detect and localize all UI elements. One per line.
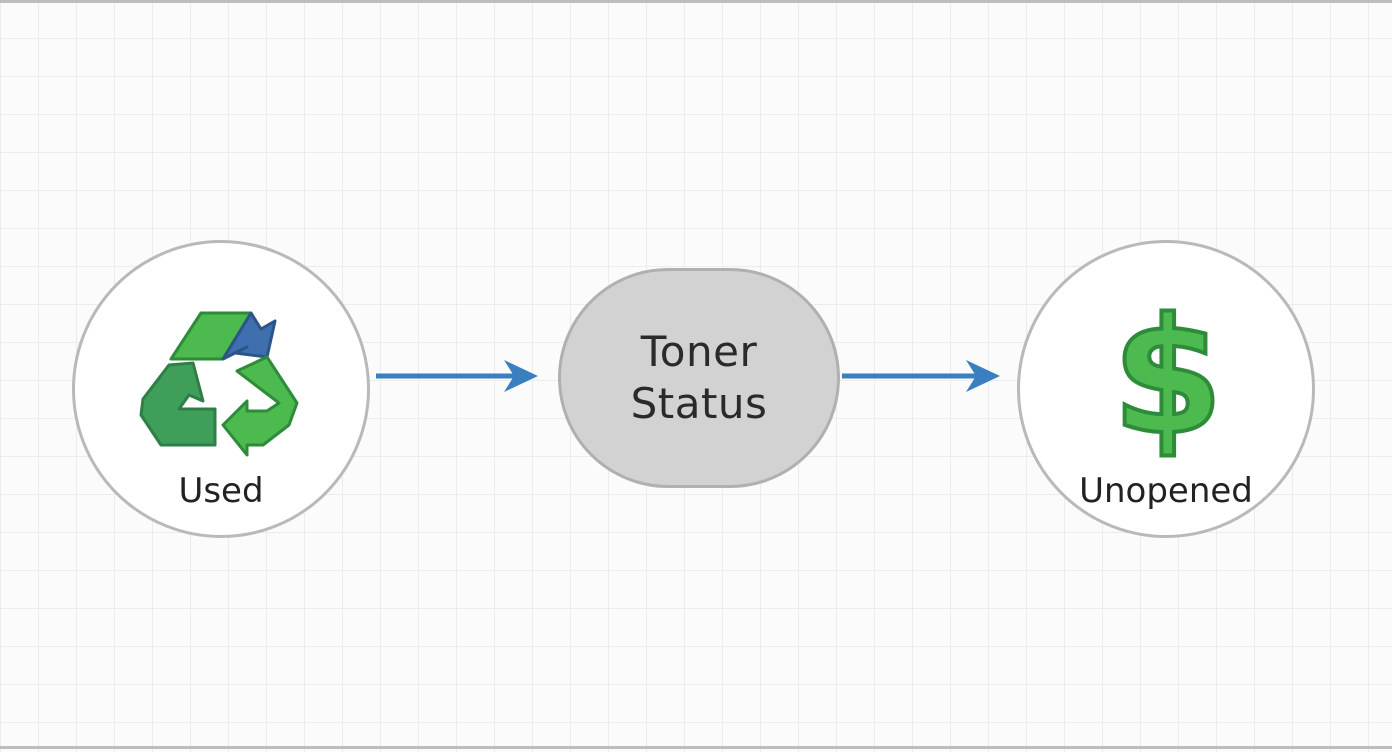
bottom-border <box>0 746 1392 749</box>
used-node: Used <box>72 240 370 538</box>
dollar-icon: $ <box>1110 283 1225 470</box>
unopened-node: $ Unopened <box>1017 240 1315 538</box>
toner-status-label: Toner Status <box>631 326 768 430</box>
toner-status-line2: Status <box>630 379 768 428</box>
toner-status-line1: Toner <box>640 327 758 376</box>
unopened-label: Unopened <box>1079 471 1253 511</box>
arrow-status-to-unopened <box>840 356 1010 400</box>
used-label: Used <box>178 471 264 511</box>
top-border <box>0 0 1392 3</box>
recycle-icon <box>139 307 303 457</box>
dollar-glyph: $ <box>1110 283 1225 470</box>
arrow-used-to-status <box>376 356 546 400</box>
toner-status-node: Toner Status <box>558 268 840 488</box>
